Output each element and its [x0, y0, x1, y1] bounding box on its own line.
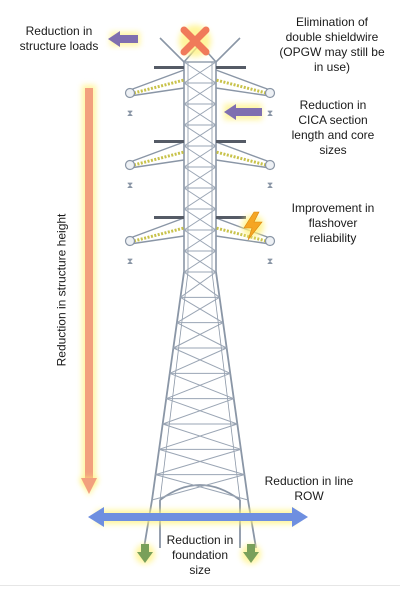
lattice-member [173, 322, 224, 349]
label-line: Elimination of [295, 15, 369, 29]
lattice-member [183, 187, 217, 210]
conductor-markers: ⧗ ⧗ ⧗ ⧗ ⧗ ⧗ [127, 109, 273, 267]
lattice-member [183, 250, 217, 273]
label-foundation: Reduction in foundation size [148, 533, 252, 578]
x-mark-icon [179, 25, 211, 57]
label-line: Reduction in line [264, 474, 354, 488]
label-line: size [189, 563, 211, 577]
label-line: CICA section [298, 113, 368, 127]
lattice-member [162, 398, 234, 425]
lattice-member [183, 229, 217, 252]
lattice-member [183, 61, 217, 84]
lower-body-lattice [151, 271, 249, 501]
upper-mast-lattice [183, 61, 217, 273]
lattice-member [169, 372, 234, 400]
lattice-member [183, 82, 217, 105]
conductor-ends [124, 87, 276, 247]
lattice-member [183, 145, 217, 168]
structure-load-arrow [108, 31, 140, 47]
label-line: structure loads [19, 39, 99, 53]
lattice-member [166, 398, 238, 425]
label-line: ROW [294, 489, 324, 503]
label-line: reliability [309, 231, 357, 245]
svg-text:⧗: ⧗ [267, 257, 273, 267]
svg-text:⧗: ⧗ [127, 181, 133, 191]
label-line: foundation [171, 548, 229, 562]
foundation-arrows [135, 544, 261, 564]
lattice-member [162, 423, 242, 450]
label-line: Reduction in [166, 533, 234, 547]
label-flashover: Improvement in flashover reliability [272, 201, 394, 246]
label-line: Reduction in [299, 98, 367, 112]
lattice-member [176, 322, 227, 349]
lattice-member [176, 296, 220, 324]
lattice-member [173, 347, 231, 374]
lightning-icon [242, 211, 264, 241]
lattice-member [166, 372, 231, 400]
label-line: in use) [313, 60, 351, 74]
insulator-strings [133, 78, 267, 243]
label-line: double shieldwire [285, 30, 379, 44]
cica-arrow [224, 104, 262, 120]
lattice-member [151, 474, 245, 501]
svg-text:⧗: ⧗ [267, 181, 273, 191]
label-line: sizes [319, 143, 347, 157]
label-line: Reduction in structure height [54, 213, 69, 367]
svg-text:⧗: ⧗ [267, 109, 273, 119]
lattice-member [183, 103, 217, 126]
svg-text:⧗: ⧗ [127, 257, 133, 267]
lattice-member [158, 423, 238, 450]
label-line: Reduction in [25, 24, 93, 38]
footer-divider [0, 585, 400, 586]
lattice-member [180, 296, 224, 324]
label-cica: Reduction in CICA section length and cor… [268, 98, 398, 158]
lattice-member [155, 474, 249, 501]
label-line: length and core [291, 128, 375, 142]
svg-text:⧗: ⧗ [127, 109, 133, 119]
label-row: Reduction in line ROW [250, 474, 368, 504]
lattice-member [183, 124, 217, 147]
lattice-member [183, 166, 217, 189]
arm-bars [154, 66, 246, 219]
lattice-member [158, 448, 245, 476]
label-line: (OPGW may still be [279, 45, 385, 59]
lattice-member [183, 208, 217, 231]
label-structure-loads: Reduction in structure loads [4, 24, 114, 54]
row-double-arrow [88, 507, 308, 527]
label-line: Improvement in [291, 201, 375, 215]
label-shieldwire: Elimination of double shieldwire (OPGW m… [266, 15, 398, 75]
height-arrow [79, 85, 99, 496]
lattice-member [183, 271, 220, 298]
label-line: flashover [308, 216, 358, 230]
lattice-member [155, 448, 242, 476]
lattice-member [180, 271, 217, 298]
lower-tower-body [143, 271, 257, 549]
lattice-member [169, 347, 227, 374]
